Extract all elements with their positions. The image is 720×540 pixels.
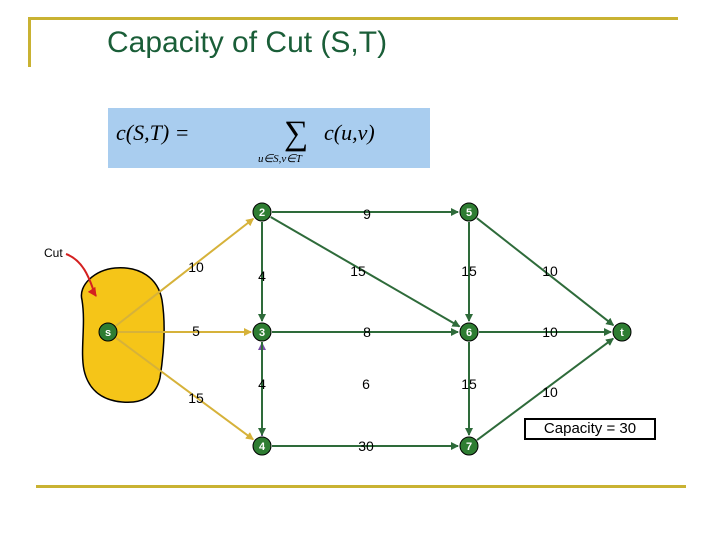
node-label-e: 4	[259, 441, 266, 453]
capacity-label: Capacity = 30	[524, 418, 656, 440]
node-f: 7	[459, 436, 479, 456]
cut-label: Cut	[44, 246, 63, 260]
edge-label-a-b: 9	[363, 206, 371, 222]
node-label-t: t	[620, 327, 624, 339]
node-label-c: 3	[259, 327, 265, 339]
node-circle-b	[459, 202, 479, 222]
node-circle-e	[252, 436, 272, 456]
edge-f-t	[476, 337, 614, 441]
edge-label-e-c: 6	[362, 376, 370, 392]
cut-pointer-arrow	[65, 253, 97, 297]
edge-label-b-d: 15	[461, 263, 477, 279]
frame-bottom-line	[36, 485, 686, 488]
edge-label-f-t: 10	[542, 384, 558, 400]
frame-top-line	[28, 17, 678, 20]
node-label-s: s	[105, 327, 111, 339]
node-s: s	[98, 322, 118, 342]
edge-label-b-t: 10	[542, 263, 558, 279]
formula-graphic: c(S,T) = ∑ c(u,v) u∈S,v∈T	[116, 115, 375, 165]
node-circle-f	[459, 436, 479, 456]
node-e: 4	[252, 436, 272, 456]
node-label-f: 7	[466, 441, 472, 453]
node-label-a: 2	[259, 207, 265, 219]
edge-label-e-f: 30	[358, 438, 374, 454]
formula-sum: ∑	[284, 115, 308, 152]
nodes-layer: s 2 5 3 6 4 7 t	[98, 202, 632, 456]
node-circle-d	[459, 322, 479, 342]
edge-label-c-e: 4	[258, 376, 266, 392]
edge-label-a-d: 15	[350, 263, 366, 279]
formula-term: c(u,v)	[324, 120, 375, 145]
node-b: 5	[459, 202, 479, 222]
edge-label-d-t: 10	[542, 324, 558, 340]
edge-s-e	[115, 337, 254, 441]
edge-label-s-e: 15	[188, 390, 204, 406]
node-circle-a	[252, 202, 272, 222]
cut-region	[80, 267, 165, 404]
edge-label-s-c: 5	[192, 323, 200, 339]
node-circle-c	[252, 322, 272, 342]
node-label-d: 6	[466, 327, 472, 339]
node-a: 2	[252, 202, 272, 222]
node-c: 3	[252, 322, 272, 342]
formula-lhs: c(S,T) =	[116, 120, 190, 145]
edge-label-a-c: 4	[258, 268, 266, 284]
edges-layer	[115, 208, 615, 450]
edge-b-t	[476, 217, 615, 326]
edge-s-a	[115, 217, 255, 327]
node-circle-s	[98, 322, 118, 342]
edge-a-d	[270, 216, 461, 328]
formula-box: c(S,T) = ∑ c(u,v) u∈S,v∈T	[108, 108, 430, 168]
edge-labels-layer: 10 5 15 9 4 15 15 10 8 10 15 6 30 4 10	[188, 206, 558, 454]
slide-title: Capacity of Cut (S,T)	[107, 26, 388, 59]
edge-label-d-f: 15	[461, 376, 477, 392]
node-t: t	[612, 322, 632, 342]
node-label-b: 5	[466, 207, 472, 219]
node-circle-t	[612, 322, 632, 342]
node-d: 6	[459, 322, 479, 342]
formula-subscript: u∈S,v∈T	[258, 153, 303, 165]
edge-label-s-a: 10	[188, 259, 204, 275]
frame-left-line	[28, 17, 31, 67]
edge-label-c-d: 8	[363, 324, 371, 340]
